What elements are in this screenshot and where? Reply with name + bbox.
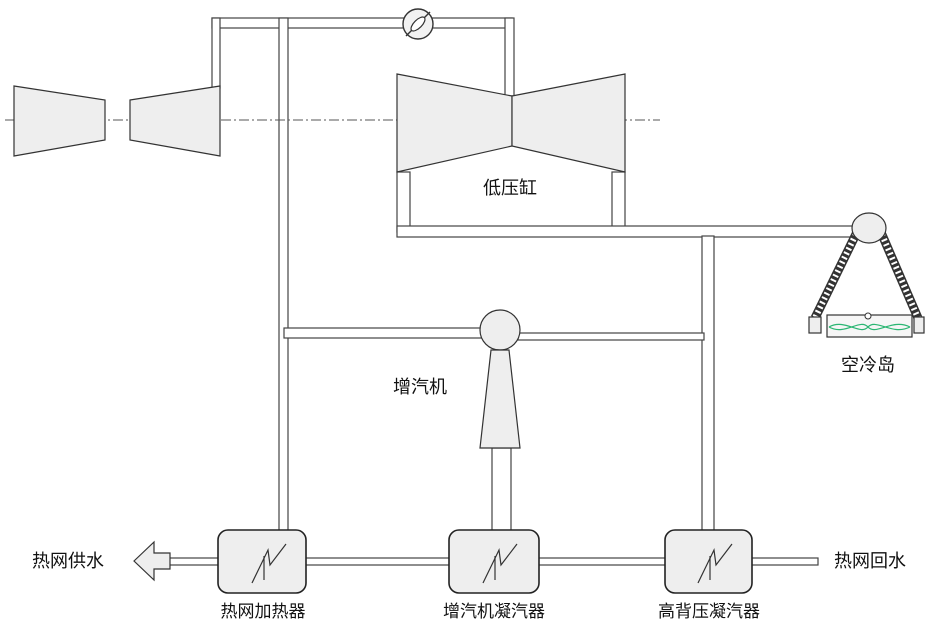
- cooling-header: [851, 212, 887, 244]
- heat-network-heater[interactable]: [217, 529, 307, 594]
- booster-condenser-label: 增汽机凝汽器: [443, 602, 545, 622]
- arrow-left-icon: [133, 540, 171, 582]
- cooling-end-right: [913, 316, 925, 334]
- pipe-lp-inlet: [504, 17, 515, 97]
- pipe-lp-exhaust-right: [611, 171, 626, 233]
- hp-condenser[interactable]: [664, 529, 753, 594]
- booster-body: [479, 349, 521, 449]
- pipe-lp-exhaust-left: [396, 171, 411, 233]
- cooling-leg-left: [810, 228, 863, 320]
- pipe-exhaust-horizontal: [396, 225, 858, 238]
- pipe-to-hp-condenser: [701, 235, 715, 533]
- cooling-leg-right: [875, 228, 923, 320]
- heat-exchange-coil-icon: [697, 543, 733, 584]
- hp-condenser-label: 高背压凝汽器: [658, 602, 760, 622]
- air-cooling-label: 空冷岛: [841, 355, 895, 376]
- turbine-stage-2: [129, 85, 221, 157]
- pipe-hp-exhaust: [211, 17, 221, 89]
- lp-cylinder-label: 低压缸: [483, 177, 537, 199]
- lp-cylinder-left: [396, 73, 513, 173]
- booster[interactable]: [479, 309, 521, 449]
- booster-label: 增汽机: [393, 377, 447, 398]
- butterfly-valve-icon[interactable]: [402, 8, 434, 40]
- pipe-booster-discharge: [517, 332, 705, 341]
- supply-label: 热网供水: [32, 551, 104, 572]
- pipe-booster-to-condenser: [491, 447, 512, 533]
- heat-exchange-coil-icon: [251, 543, 287, 584]
- cooling-end-left: [808, 316, 822, 334]
- pipe-extraction-to-booster: [283, 327, 485, 339]
- pipe-extraction-vertical: [278, 17, 289, 534]
- heat-exchange-coil-icon: [482, 543, 518, 584]
- booster-condenser[interactable]: [448, 529, 540, 594]
- return-label: 热网回水: [834, 551, 906, 572]
- fan-hub-icon: [864, 312, 872, 320]
- pipe-top-horizontal: [211, 17, 513, 29]
- booster-head: [479, 309, 521, 351]
- lp-cylinder[interactable]: [396, 73, 626, 173]
- heater-label: 热网加热器: [221, 602, 306, 622]
- hp-turbine-section: [13, 85, 221, 157]
- turbine-stage-1: [13, 85, 106, 157]
- lp-cylinder-right: [511, 73, 626, 173]
- air-cooling-island[interactable]: [808, 212, 925, 338]
